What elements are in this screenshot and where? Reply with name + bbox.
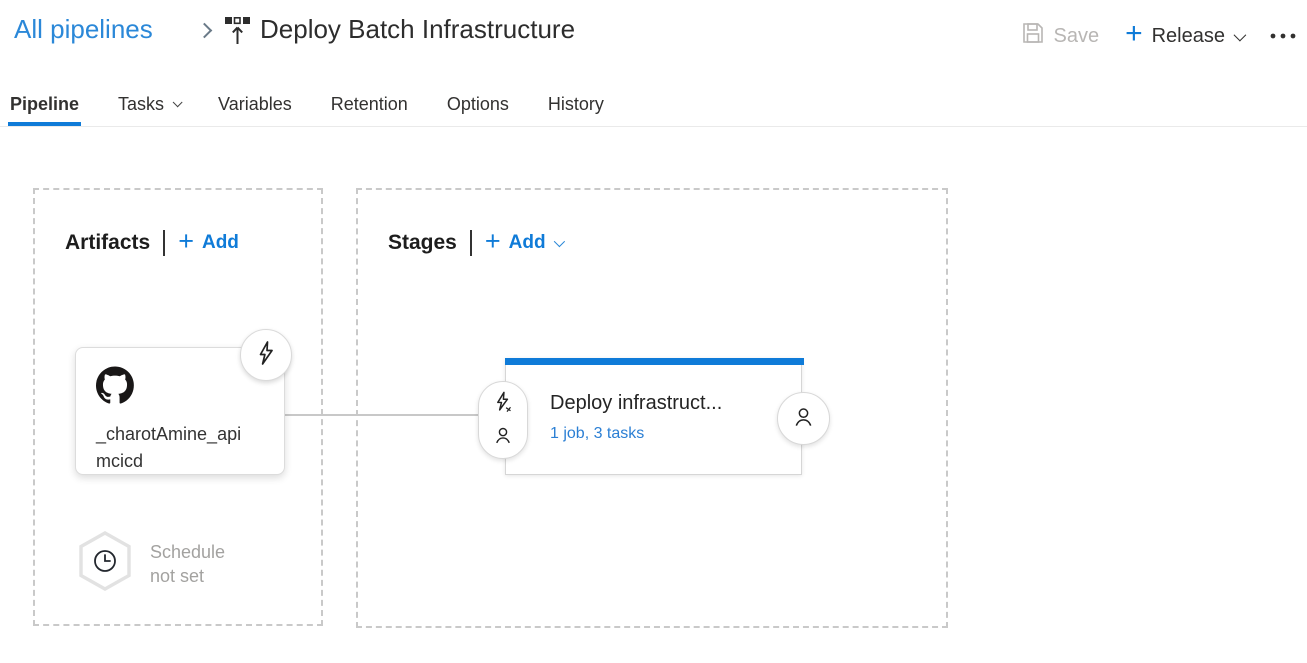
pre-deployment-conditions-button[interactable]	[478, 381, 528, 459]
command-bar: All pipelines Deploy Batch Infrastructur…	[0, 0, 1307, 66]
stage-card[interactable]: Deploy infrastruct... 1 job, 3 tasks	[505, 358, 804, 475]
stages-header: Stages + Add	[388, 226, 565, 256]
breadcrumb-chevron-icon	[196, 22, 213, 39]
schedule-hexagon-icon	[78, 531, 132, 596]
person-icon	[792, 405, 815, 433]
breadcrumb-all-pipelines[interactable]: All pipelines	[14, 14, 153, 44]
lightning-bolt-icon	[254, 340, 278, 371]
chevron-down-icon	[1233, 28, 1247, 41]
release-button[interactable]: + Release	[1125, 17, 1247, 50]
person-icon	[493, 425, 513, 450]
tab-pipeline[interactable]: Pipeline	[8, 84, 82, 126]
divider	[163, 230, 166, 256]
tab-tasks[interactable]: Tasks	[116, 84, 183, 124]
add-stage-button[interactable]: + Add	[484, 226, 565, 256]
tab-options[interactable]: Options	[446, 93, 509, 114]
artifact-source-name: _charotAmine_api mcicd	[96, 424, 242, 471]
release-pipeline-icon	[224, 16, 251, 51]
schedule-label: Schedule not set	[150, 541, 226, 586]
artifacts-title: Artifacts	[65, 231, 151, 254]
github-icon	[96, 366, 134, 408]
stages-title: Stages	[388, 231, 457, 254]
tab-retention[interactable]: Retention	[330, 93, 408, 114]
cd-trigger-badge[interactable]	[240, 329, 292, 381]
stage-accent-bar	[505, 358, 804, 365]
save-icon	[1022, 22, 1044, 50]
tab-strip: Pipeline Tasks Variables Retention Optio…	[0, 84, 1307, 127]
ellipsis-icon	[1270, 33, 1296, 39]
schedule-trigger[interactable]: Schedule not set	[78, 531, 225, 596]
plus-icon: +	[484, 226, 501, 256]
tab-history[interactable]: History	[547, 93, 604, 114]
page-title: Deploy Batch Infrastructure	[260, 14, 576, 44]
artifact-stage-connector	[285, 414, 481, 416]
plus-icon: +	[178, 226, 194, 256]
save-button[interactable]: Save	[1022, 22, 1099, 50]
tab-variables[interactable]: Variables	[218, 93, 292, 114]
chevron-down-icon	[172, 96, 183, 107]
top-actions: Save + Release	[1022, 17, 1297, 52]
add-artifact-button[interactable]: + Add	[178, 226, 239, 256]
post-deployment-conditions-button[interactable]	[777, 392, 830, 445]
lightning-trigger-icon	[493, 390, 514, 419]
divider	[469, 230, 472, 256]
stage-title: Deploy infrastruct...	[550, 392, 723, 414]
more-actions-button[interactable]	[1269, 32, 1297, 40]
plus-icon: +	[1125, 17, 1143, 50]
artifact-card[interactable]: _charotAmine_api mcicd	[75, 347, 285, 475]
artifacts-header: Artifacts + Add	[65, 226, 239, 256]
stage-jobs-tasks-link[interactable]: 1 job, 3 tasks	[550, 425, 645, 442]
